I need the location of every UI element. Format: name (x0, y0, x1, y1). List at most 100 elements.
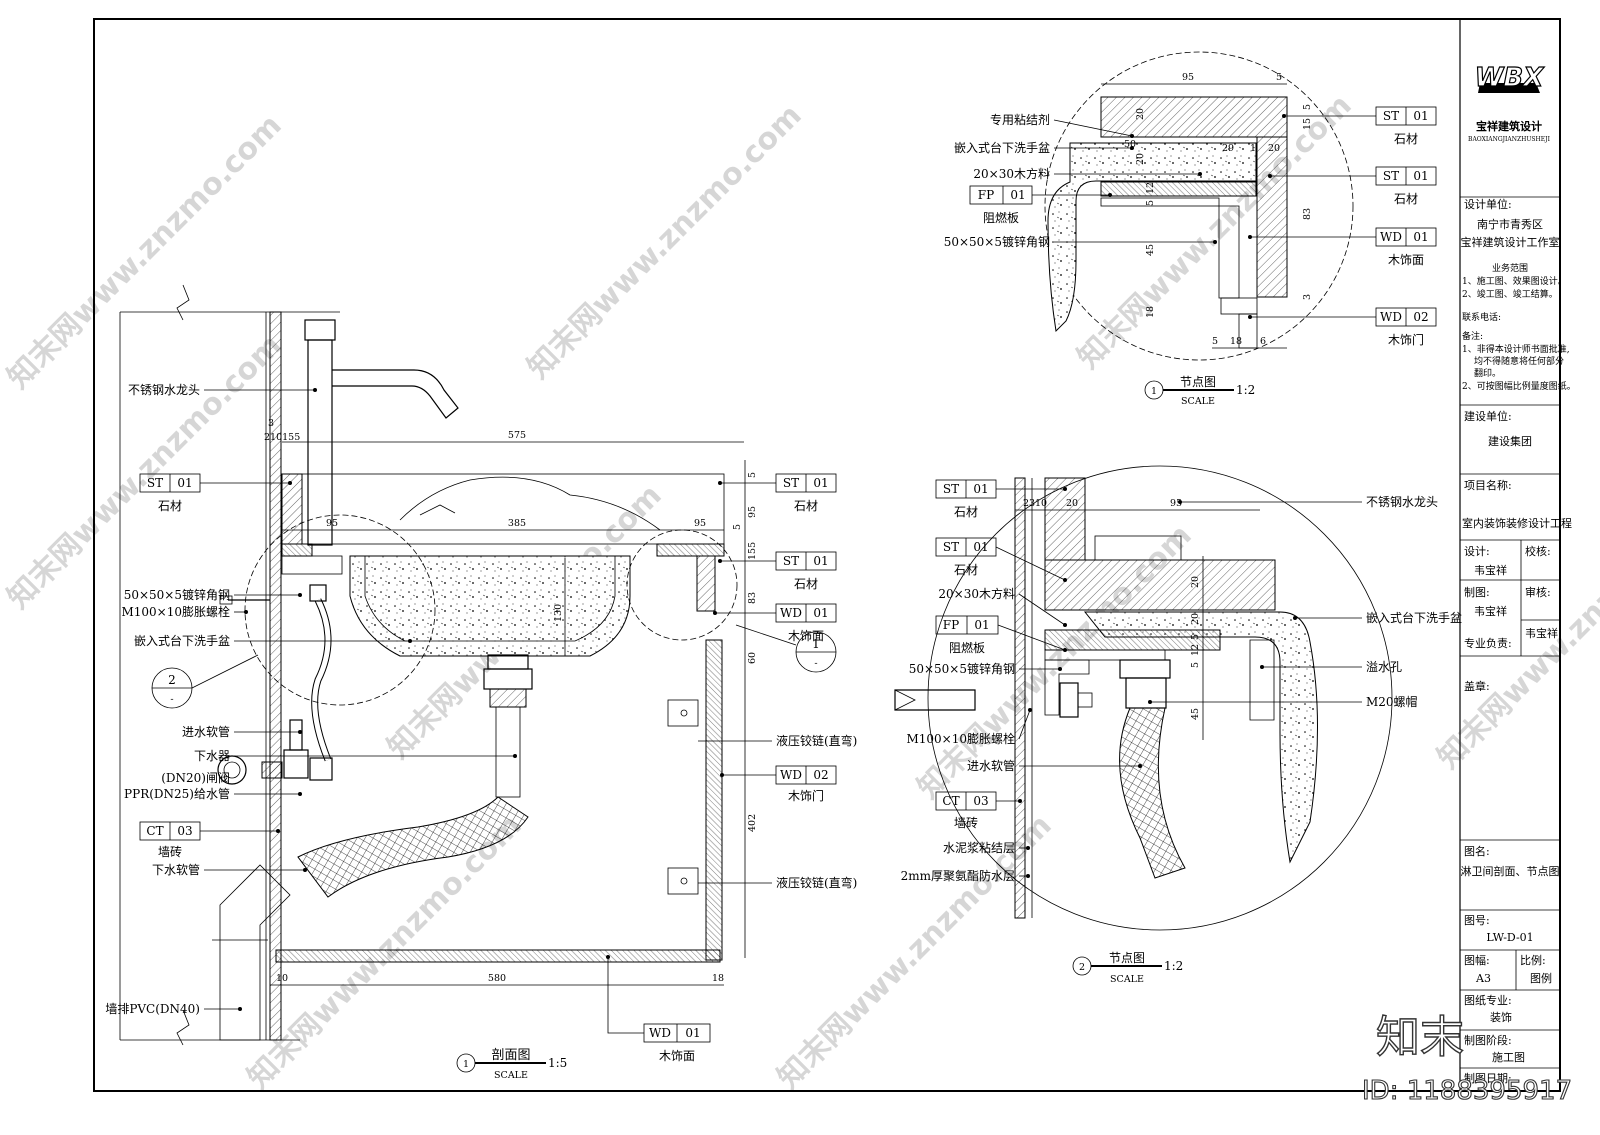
node2-title-no: 2 (1079, 962, 1085, 973)
dim-385: 385 (508, 518, 526, 529)
node1-dim-20b: 20 (1135, 153, 1146, 165)
section-right-labels: ST 01 石材 ST 01 石材 WD 01 木饰面 液压铰链(直弯) WD … (606, 473, 857, 1063)
node2-dim-20b: 20 (1190, 576, 1201, 588)
node2-fp-code: FP (943, 618, 959, 632)
node1-dim-29: 29 (1222, 143, 1234, 154)
hinge-icon (667, 867, 699, 895)
label-pvc: 墙排PVC(DN40) (105, 1002, 200, 1016)
node2-drain (1119, 659, 1186, 879)
ratio-value: 图例 (1530, 971, 1552, 985)
note-1b: 均不得随意将任何部分 (1474, 355, 1564, 367)
stage-label: 制图阶段: (1464, 1033, 1512, 1047)
callout-1-label: 1 (812, 637, 820, 651)
label-angle-steel: 50×50×5镀锌角钢 (124, 588, 230, 602)
dim-130: 130 (553, 604, 564, 622)
svg-text:-: - (170, 694, 173, 705)
node1-stone-2: 石材 (1394, 192, 1418, 206)
node1-stone-edge (1256, 136, 1288, 298)
client-name: 建设集团 (1488, 434, 1532, 448)
faucet-shape (304, 319, 459, 546)
note-1: 1、非得本设计师书面批准, (1462, 343, 1570, 355)
section-scale: 1:5 (548, 1056, 567, 1070)
node1-dim-3: 3 (1302, 294, 1313, 300)
check-label: 校核: (1525, 544, 1551, 558)
node2-label-basin: 嵌入式台下洗手盆 (1366, 610, 1462, 625)
discipline-label: 图纸专业: (1464, 993, 1512, 1007)
node2-label-angle-steel: 50×50×5镀锌角钢 (909, 662, 1015, 676)
node2-right-labels: 不锈钢水龙头 嵌入式台下洗手盆 溢水孔 M20螺帽 (1148, 495, 1462, 709)
scope-item-2: 2、竣工图、竣工结算。 (1462, 288, 1558, 300)
dim-575: 575 (508, 430, 526, 441)
stage-value: 施工图 (1492, 1051, 1525, 1064)
node2-title-text: 节点图 (1109, 951, 1145, 965)
dim-95b: 95 (694, 518, 706, 529)
node2-label-nut: M20螺帽 (1366, 694, 1418, 709)
dim-580: 580 (488, 973, 506, 984)
section-stone-r2: 石材 (794, 577, 818, 591)
node-2-circle (927, 465, 1393, 931)
node1-label-basin: 嵌入式台下洗手盆 (954, 140, 1050, 155)
section-st-num-r2: 01 (813, 554, 828, 568)
node1-wd-code-1: WD (1380, 230, 1402, 244)
node1-fp-code: FP (978, 188, 994, 202)
node-1-circle (1044, 51, 1354, 361)
company-logo: WBX 宝祥建筑设计 BAOXIANGJIANZHUSHEJI (1468, 62, 1551, 143)
label-drain-hose: 下水软管 (152, 862, 200, 877)
dim-3: 3 (268, 418, 274, 429)
notes-label: 备注: (1462, 330, 1483, 342)
size-label: 图幅: (1464, 954, 1490, 967)
node2-dim-95: 95 (1170, 498, 1182, 509)
node2-label-inlet-hose: 进水软管 (967, 758, 1015, 773)
node2-stone-top (1044, 559, 1276, 611)
node1-label-angle-steel: 50×50×5镀锌角钢 (944, 235, 1050, 249)
node1-dim-5d: 5 (1212, 336, 1218, 347)
section-title-text: 剖面图 (491, 1048, 530, 1063)
design-unit-label: 设计单位: (1464, 197, 1512, 211)
node1-label-batten: 20×30木方料 (973, 166, 1050, 181)
note-2: 2、可按图幅比例量度图纸。 (1462, 380, 1576, 392)
node1-st-code-1: ST (1383, 109, 1399, 123)
node2-ct-code: CT (942, 794, 959, 808)
node2-title: 2 节点图 SCALE 1:2 (1072, 951, 1183, 985)
label-valve: (DN20)闸阀 (161, 771, 230, 785)
node2-left-labels: ST 01 石材 ST 01 石材 20×30木方料 FP 01 阻燃板 50×… (901, 479, 1142, 883)
node2-dim-23: 23 (1023, 498, 1035, 509)
drawing-name: 淋卫间剖面、节点图 (1461, 864, 1560, 878)
node2-label-tile: 墙砖 (954, 815, 978, 830)
node2-dim-5: 5 (1190, 634, 1201, 640)
section-view: 2 - 1 - 575 3 210155 95 385 95 5 95 155 … (105, 284, 857, 1081)
date-label: 制图日期: (1464, 1072, 1512, 1085)
node2-label-fire-board: 阻燃板 (949, 640, 985, 655)
node1-basin (1047, 142, 1257, 333)
dim-5: 5 (747, 472, 758, 478)
node1-dim-5b: 5 (1302, 104, 1313, 110)
sheet-border (93, 18, 1561, 1092)
dim-95c: 95 (747, 506, 758, 518)
node2-scale: 1:2 (1164, 959, 1183, 973)
watermark-layer: 知末网www.znzmo.com 知末网www.znzmo.com 知末网www… (1, 88, 1600, 1096)
node2-dim-20: 20 (1066, 498, 1078, 509)
label-faucet: 不锈钢水龙头 (128, 383, 200, 397)
node1-dim-83: 83 (1302, 208, 1313, 220)
node2-st-code-1: ST (943, 482, 959, 496)
node1-title-no: 1 (1151, 386, 1157, 397)
lead-label: 专业负责: (1464, 636, 1512, 650)
section-stone-label: 石材 (158, 499, 182, 513)
section-wood-finish-1: 木饰面 (788, 629, 824, 643)
node2-dim-12: 12 (1190, 644, 1201, 656)
node1-st-num-2: 01 (1413, 169, 1428, 183)
label-hinge-1: 液压铰链(直弯) (776, 733, 857, 748)
design-unit-line1: 南宁市青秀区 (1477, 217, 1543, 231)
node1-wood-finish: 木饰面 (1388, 253, 1424, 267)
draw-name: 韦宝祥 (1474, 604, 1507, 618)
drain-fitting (297, 654, 533, 898)
label-inlet-hose: 进水软管 (182, 724, 230, 739)
callout-2-label: 2 (168, 673, 176, 687)
cabinet-base (275, 949, 721, 963)
stamp-label: 盖章: (1464, 679, 1490, 693)
node1-right-labels: ST 01 石材 ST 01 石材 WD 01 木饰面 WD 02 木饰门 (1248, 106, 1437, 347)
node2-label-waterproof: 2mm厚聚氨酯防水层 (901, 868, 1015, 883)
node1-dim-95: 95 (1182, 72, 1194, 83)
node1-wd-code-2: WD (1380, 310, 1402, 324)
